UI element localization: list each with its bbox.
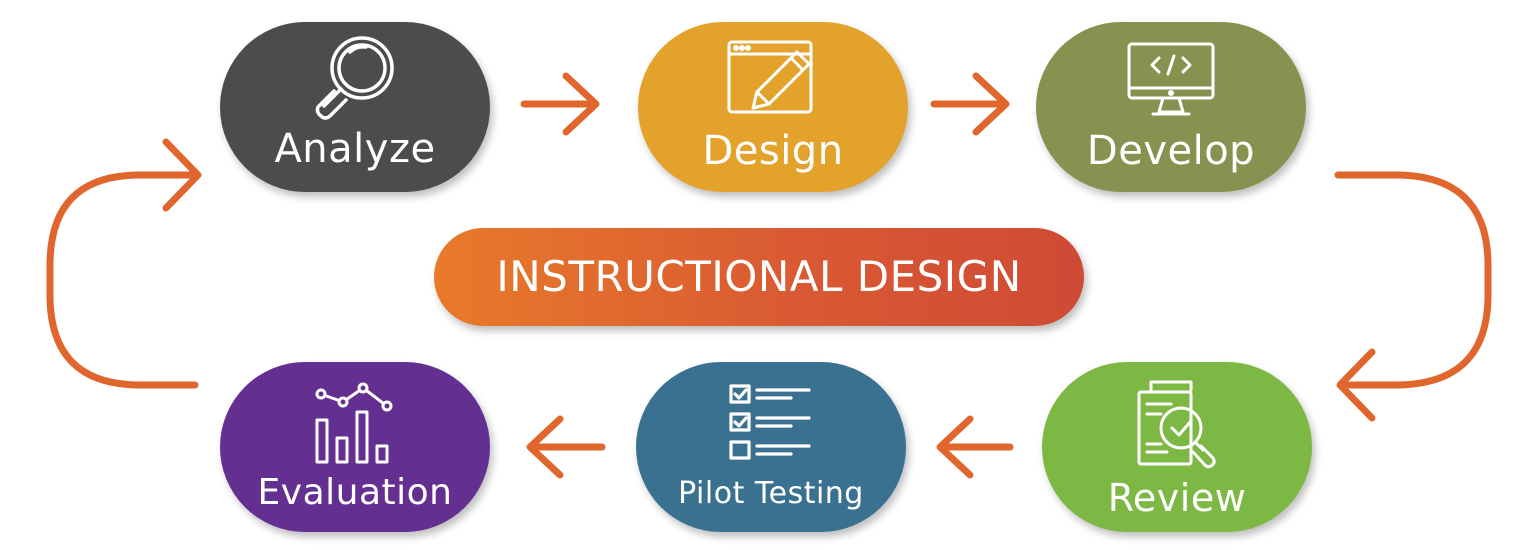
document-check-magnifier-icon	[1137, 380, 1216, 469]
stage-review: Review	[1042, 362, 1312, 532]
stage-evaluation-label: Evaluation	[257, 472, 453, 513]
arrow-pilot-to-evaluation	[526, 415, 606, 479]
monitor-code-icon	[1127, 42, 1215, 116]
stage-review-label: Review	[1107, 476, 1247, 520]
stage-design: Design	[638, 22, 908, 192]
checklist-icon	[729, 384, 811, 460]
stage-pilot-testing: Pilot Testing	[636, 362, 906, 532]
stage-design-label: Design	[702, 128, 844, 174]
stage-develop: Develop	[1036, 22, 1306, 192]
diagram-title: INSTRUCTIONAL DESIGN	[434, 228, 1084, 326]
arrow-evaluation-to-analyze	[46, 138, 202, 389]
stage-develop-label: Develop	[1086, 128, 1256, 174]
stage-pilot-testing-label: Pilot Testing	[678, 476, 864, 511]
arrow-design-to-develop	[930, 72, 1010, 136]
stage-analyze: Analyze	[220, 22, 490, 192]
stage-evaluation: Evaluation	[220, 362, 490, 532]
arrow-review-to-pilot	[936, 415, 1014, 479]
arrow-analyze-to-design	[520, 72, 600, 136]
pencil-window-icon	[727, 40, 813, 114]
stage-analyze-label: Analyze	[274, 126, 436, 172]
bar-line-chart-icon	[315, 382, 393, 464]
arrow-develop-to-review	[1334, 171, 1492, 422]
magnifier-icon	[315, 36, 394, 120]
